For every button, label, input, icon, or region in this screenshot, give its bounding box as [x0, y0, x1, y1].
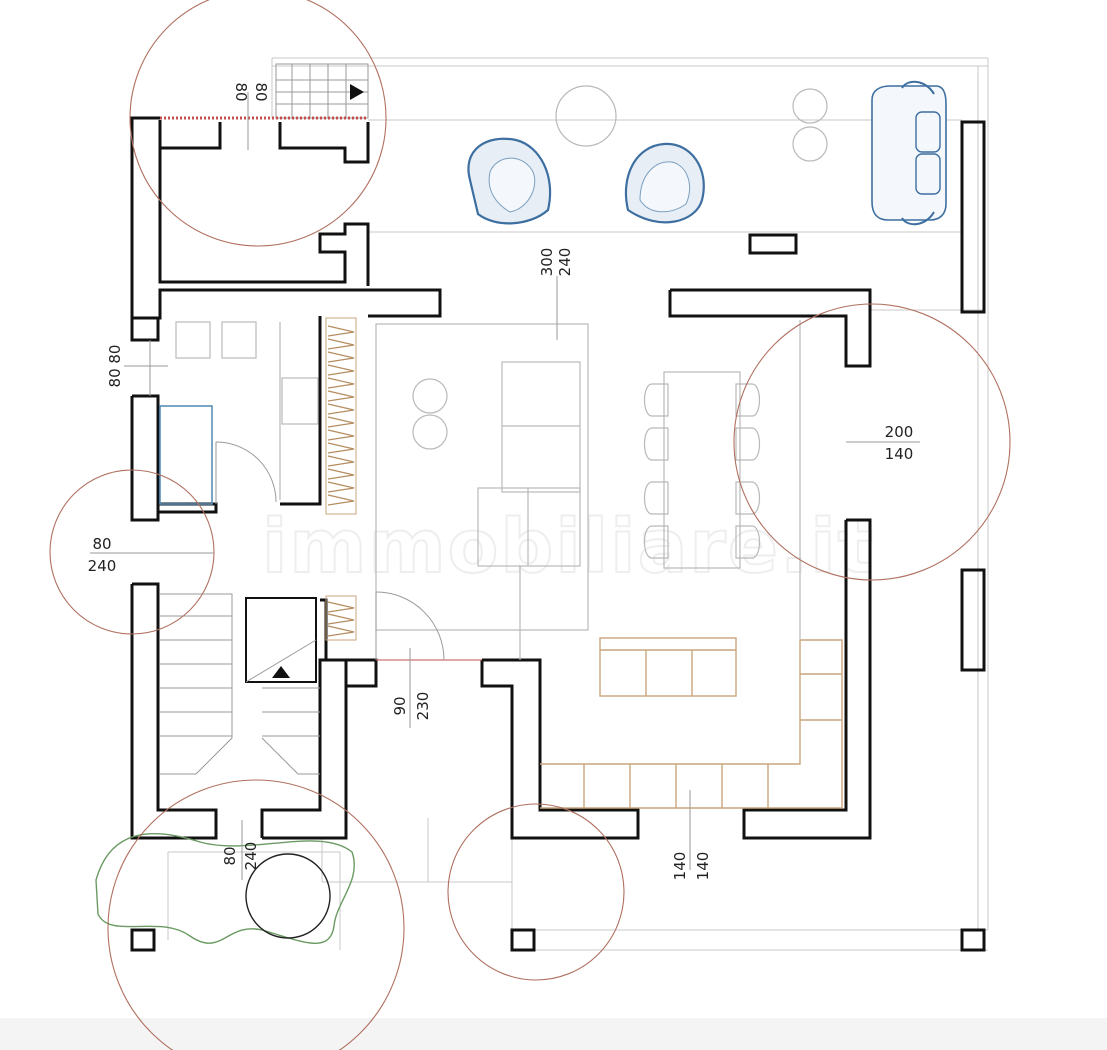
dining-table: [643, 371, 761, 569]
chair: [735, 383, 761, 417]
radiator-bar: [327, 625, 355, 637]
shower-tray: [159, 405, 213, 505]
dim-entry-1: 80: [92, 535, 111, 553]
radiator-bar: [327, 416, 355, 428]
terrace-lines: [167, 57, 989, 951]
radiator-bar: [327, 468, 355, 480]
chair: [735, 427, 761, 461]
radiator-frame: [325, 317, 357, 515]
radiator-bar: [327, 442, 355, 454]
clearance-circles: [49, 0, 1011, 1050]
armchair: [624, 142, 705, 224]
living-area: [375, 323, 589, 661]
dim-kitchen-door-1: 90: [391, 696, 409, 715]
kitchen: [540, 320, 843, 809]
dim-kitchen-door-2: 230: [414, 692, 432, 721]
radiator-bar: [327, 390, 355, 402]
watermark: immobiliare.it: [262, 504, 875, 590]
internal-stair: [160, 593, 320, 775]
chair: [643, 481, 669, 515]
chair: [643, 383, 669, 417]
radiator-bar: [327, 364, 355, 376]
radiator-bar: [327, 481, 355, 493]
dim-living-1: 300: [538, 248, 556, 277]
radiator-bar: [327, 601, 355, 613]
radiator-bar: [327, 455, 355, 467]
radiator-bar: [327, 494, 355, 506]
dim-bottom-right-1: 140: [671, 852, 689, 881]
garden-lounge: [95, 832, 355, 944]
dim-top-stair-2: 80: [252, 82, 270, 101]
dim-bottom-right-2: 140: [694, 852, 712, 881]
dim-bottom-stair-1: 80: [221, 846, 239, 865]
walls: [130, 116, 986, 952]
dimension-leaders: [90, 92, 920, 880]
radiator-bar: [327, 351, 355, 363]
chair: [735, 525, 761, 559]
dim-right-window-1: 200: [885, 423, 914, 441]
dim-top-stair-1: 80: [232, 82, 250, 101]
dim-right-window-2: 140: [885, 445, 914, 463]
bottom-band: [0, 1018, 1107, 1050]
chair: [643, 525, 669, 559]
dimension-labels: 80 80 80 80 80 240 300 240 200 140 90 23…: [88, 82, 914, 880]
arrow-right-icon: [350, 84, 364, 100]
radiator-frame: [325, 595, 357, 641]
radiator-bar: [327, 429, 355, 441]
bathroom: [149, 321, 319, 505]
table-top: [663, 371, 741, 569]
dim-bath-window: 80 80: [106, 345, 124, 388]
terrace-furniture: [467, 80, 947, 226]
radiator: [325, 317, 357, 641]
top-stair: [160, 63, 369, 120]
chair: [643, 427, 669, 461]
radiator-bar: [327, 325, 355, 337]
radiator-bar: [327, 403, 355, 415]
dim-entry-2: 240: [88, 557, 117, 575]
armchair: [467, 137, 552, 225]
arrow-up-icon: [272, 666, 290, 678]
chair: [735, 481, 761, 515]
dim-living-2: 240: [556, 248, 574, 277]
sofa: [871, 80, 947, 226]
dim-bottom-stair-2: 240: [242, 842, 260, 871]
radiator-bar: [327, 338, 355, 350]
radiator-bar: [327, 377, 355, 389]
radiator-bar: [327, 613, 355, 625]
